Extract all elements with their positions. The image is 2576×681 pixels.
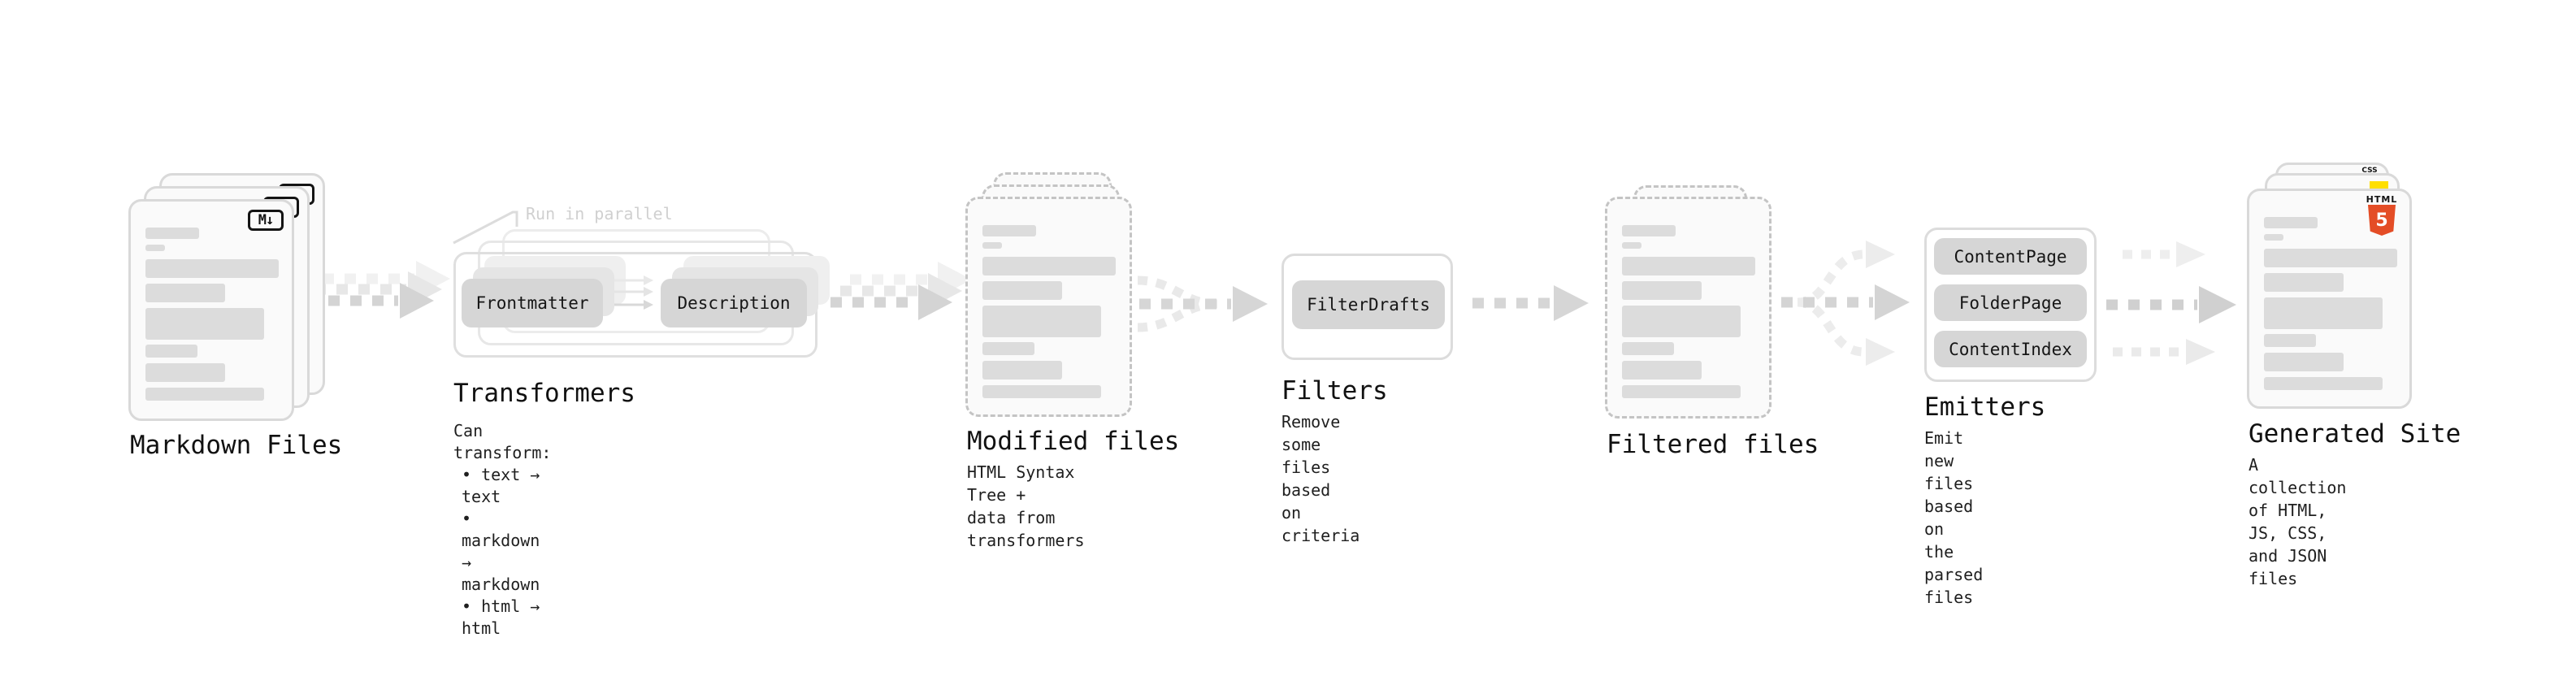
generated-file-card-html: HTML 5 bbox=[2247, 189, 2412, 409]
skeleton-line bbox=[2264, 297, 2383, 329]
skeleton-line bbox=[982, 257, 1116, 275]
skeleton-line bbox=[1622, 257, 1755, 275]
filters-desc: Remove some files based on criteria bbox=[1281, 412, 1360, 545]
generated-site-desc: A collection of HTML, JS, CSS, and JSON … bbox=[2249, 455, 2347, 588]
arrow-transformers-to-modified bbox=[830, 262, 972, 320]
skeleton-line bbox=[2264, 334, 2316, 347]
skeleton-line bbox=[1622, 385, 1741, 398]
transformers-bullet: • html → html bbox=[462, 596, 540, 638]
emitters-label: Emitters bbox=[1924, 393, 2046, 422]
skeleton-line bbox=[1622, 225, 1676, 236]
skeleton-line bbox=[2264, 377, 2383, 390]
skeleton-line bbox=[145, 345, 197, 358]
skeleton-line bbox=[1622, 281, 1702, 300]
arrow-modified-to-filters bbox=[1137, 275, 1268, 332]
emitter-node-contentpage: ContentPage bbox=[1934, 238, 2087, 275]
arrow-filtered-to-emitters bbox=[1781, 241, 1910, 366]
transformers-desc-title: Can transform: bbox=[453, 421, 552, 462]
transformers-label: Transformers bbox=[453, 379, 635, 408]
skeleton-line bbox=[982, 361, 1062, 380]
emitter-node-contentindex: ContentIndex bbox=[1934, 331, 2087, 367]
transformer-node-frontmatter: Frontmatter bbox=[462, 279, 603, 327]
skeleton-line bbox=[982, 242, 1002, 249]
skeleton-line bbox=[2264, 234, 2283, 241]
transformer-node-description: Description bbox=[661, 279, 807, 327]
skeleton-line bbox=[145, 284, 225, 302]
markdown-icon: M↓ bbox=[248, 210, 284, 231]
filtered-file-card-front bbox=[1605, 197, 1772, 419]
skeleton-line bbox=[982, 385, 1101, 398]
arrow-emitters-to-generated bbox=[2106, 241, 2236, 365]
skeleton-line bbox=[2264, 249, 2397, 267]
skeleton-line bbox=[2264, 273, 2344, 292]
markdown-files-label: Markdown Files bbox=[130, 431, 343, 460]
filters-label: Filters bbox=[1281, 376, 1388, 406]
skeleton-line bbox=[1622, 306, 1741, 337]
html5-icon: HTML 5 bbox=[2366, 195, 2398, 236]
skeleton-line bbox=[145, 363, 225, 382]
skeleton-line bbox=[982, 342, 1034, 355]
skeleton-line bbox=[145, 308, 264, 340]
filtered-files-label: Filtered files bbox=[1607, 430, 1819, 459]
skeleton-line bbox=[145, 259, 279, 278]
skeleton-line bbox=[145, 388, 264, 401]
skeleton-line bbox=[145, 228, 199, 239]
modified-file-card-front bbox=[965, 197, 1132, 417]
emitter-node-folderpage: FolderPage bbox=[1934, 284, 2087, 321]
arrow-filters-to-filtered bbox=[1472, 285, 1589, 321]
markdown-file-card-front: M↓ bbox=[128, 199, 294, 421]
transformers-bullet: • markdown → markdown bbox=[462, 509, 540, 594]
run-in-parallel-note: Run in parallel bbox=[526, 204, 673, 223]
modified-files-desc: HTML Syntax Tree + data from transformer… bbox=[967, 462, 1085, 550]
skeleton-line bbox=[2264, 353, 2344, 371]
skeleton-line bbox=[145, 245, 165, 251]
skeleton-line bbox=[982, 306, 1101, 337]
arrow-markdown-to-transformers bbox=[306, 261, 450, 319]
emitters-desc: Emit new files based on the parsed files bbox=[1924, 428, 1984, 607]
generated-site-label: Generated Site bbox=[2249, 419, 2461, 449]
skeleton-line bbox=[1622, 361, 1702, 380]
modified-files-label: Modified files bbox=[967, 427, 1180, 456]
skeleton-line bbox=[982, 225, 1036, 236]
skeleton-line bbox=[1622, 342, 1674, 355]
transformers-bullet: • text → text bbox=[462, 465, 540, 506]
filter-node-filterdrafts: FilterDrafts bbox=[1292, 280, 1445, 329]
skeleton-line bbox=[982, 281, 1062, 300]
skeleton-line bbox=[1622, 242, 1641, 249]
skeleton-line bbox=[2264, 217, 2318, 228]
